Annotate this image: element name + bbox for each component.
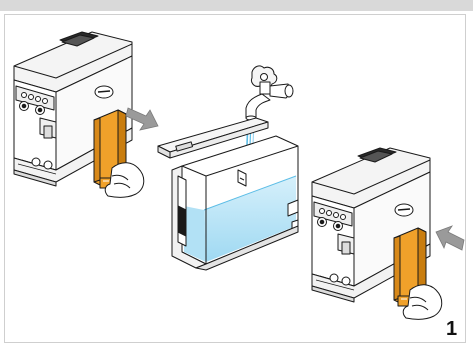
faucet-icon xyxy=(246,66,293,120)
water-tank-center xyxy=(172,136,298,270)
arrow-left-up-icon xyxy=(436,226,464,250)
step-number: 1 xyxy=(446,318,457,341)
